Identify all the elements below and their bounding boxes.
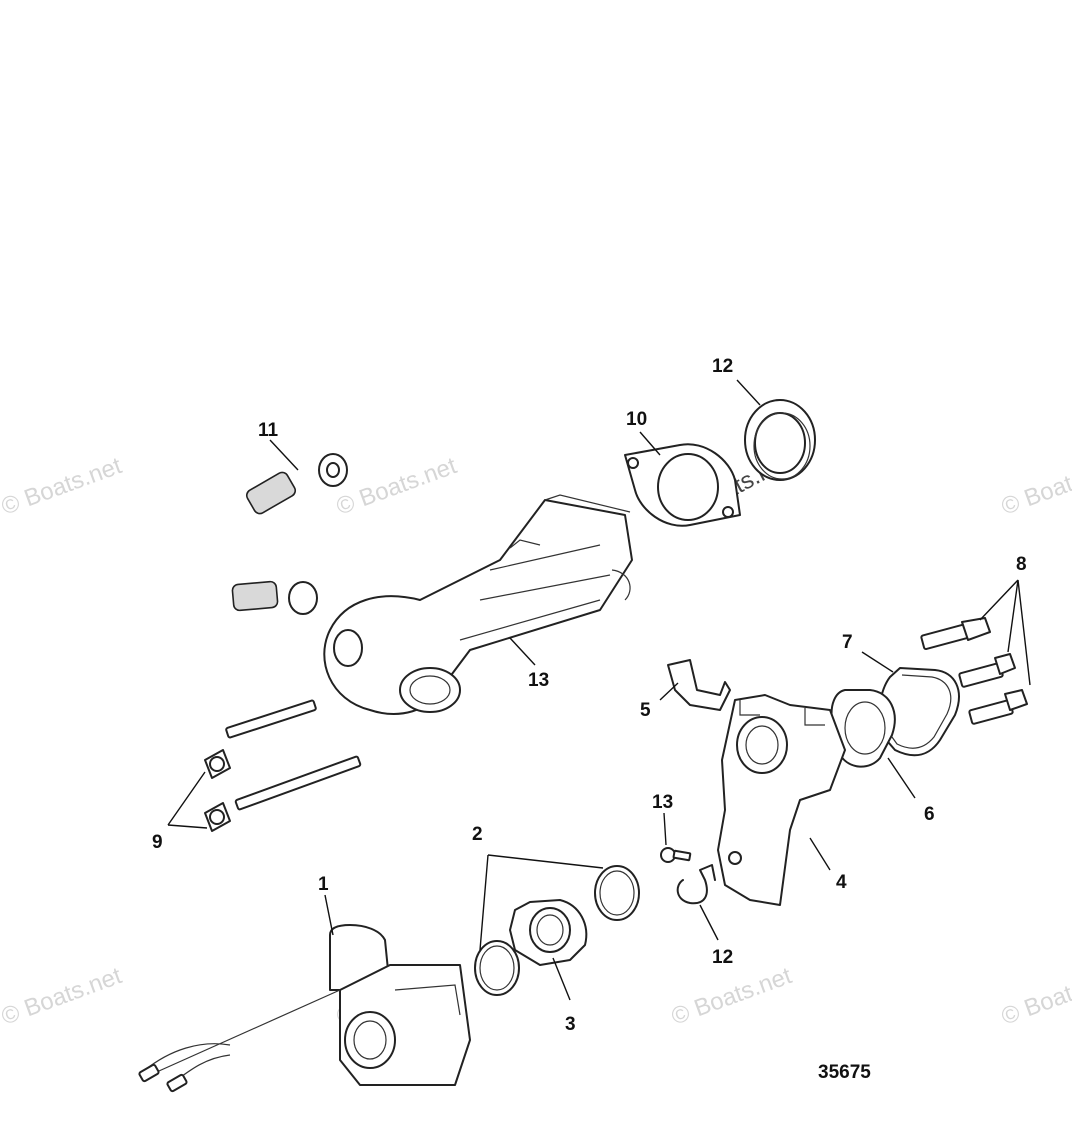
leader-12-bottom: [699, 904, 719, 941]
callout-11: 11: [258, 420, 279, 441]
diagram-reference-number: 35675: [818, 1062, 871, 1083]
adapter-housing-part: [717, 694, 846, 906]
leader-2: [479, 854, 604, 951]
exhaust-housing-part: [323, 494, 633, 715]
leader-6: [887, 757, 916, 799]
leader-7: [861, 651, 894, 673]
callout-6: 6: [924, 804, 935, 825]
leader-4: [809, 837, 831, 871]
leader-11: [269, 439, 299, 471]
leader-9: [167, 771, 208, 829]
long-bolt-9a: [204, 699, 317, 779]
screw-part: [660, 847, 692, 863]
small-gasket-part: [830, 689, 896, 768]
bolt-8a: [920, 617, 991, 651]
flange-gasket-part: [624, 443, 741, 527]
leader-8: [979, 579, 1031, 686]
long-bolt-9b: [204, 755, 362, 832]
watermark-1: © Boats.net: [0, 452, 126, 520]
carburetor-part: [138, 924, 471, 1093]
watermark-3: © Boats.net: [998, 452, 1072, 520]
bracket-part: [667, 659, 731, 711]
callout-3: 3: [565, 1014, 576, 1035]
leader-5: [659, 682, 679, 701]
callout-4: 4: [836, 872, 847, 893]
callout-2: 2: [472, 824, 483, 845]
callout-9: 9: [152, 832, 163, 853]
bolts-group-8: [920, 617, 1028, 725]
hose-part: [141, 453, 348, 617]
callout-labels: 1 2 3 4 5 6 7 8 9 10 11 12 12 13 13: [152, 356, 1027, 1035]
long-bolts-group-9: [204, 699, 362, 832]
callout-12-top: 12: [712, 356, 733, 377]
leader-lines: [167, 379, 1031, 1001]
callout-10: 10: [626, 409, 647, 430]
o-rings-part: [474, 865, 640, 996]
callout-5: 5: [640, 700, 651, 721]
leader-3: [552, 957, 571, 1001]
watermark-6: © Boats.net: [668, 962, 796, 1030]
leader-12-top: [736, 379, 761, 406]
bolt-8b: [958, 653, 1016, 688]
spacer-part: [509, 899, 588, 966]
bolt-8c: [968, 689, 1028, 725]
leader-13-upper: [509, 637, 536, 666]
callout-13-lower: 13: [652, 792, 673, 813]
large-gasket-part: [877, 667, 960, 757]
watermark-7: © Boats.net: [998, 962, 1072, 1030]
clip-part: [676, 864, 716, 905]
callout-1: 1: [318, 874, 329, 895]
ring-seal-part: [744, 399, 816, 481]
callout-7: 7: [842, 632, 853, 653]
watermark-2: © Boats.net: [333, 452, 461, 520]
callout-8: 8: [1016, 554, 1027, 575]
leader-13-lower: [663, 812, 667, 846]
leader-1: [324, 894, 334, 936]
leader-10: [639, 431, 661, 456]
watermark-4: © Boats.net: [0, 962, 126, 1030]
callout-12-bottom: 12: [712, 947, 733, 968]
callout-13-upper: 13: [528, 670, 549, 691]
